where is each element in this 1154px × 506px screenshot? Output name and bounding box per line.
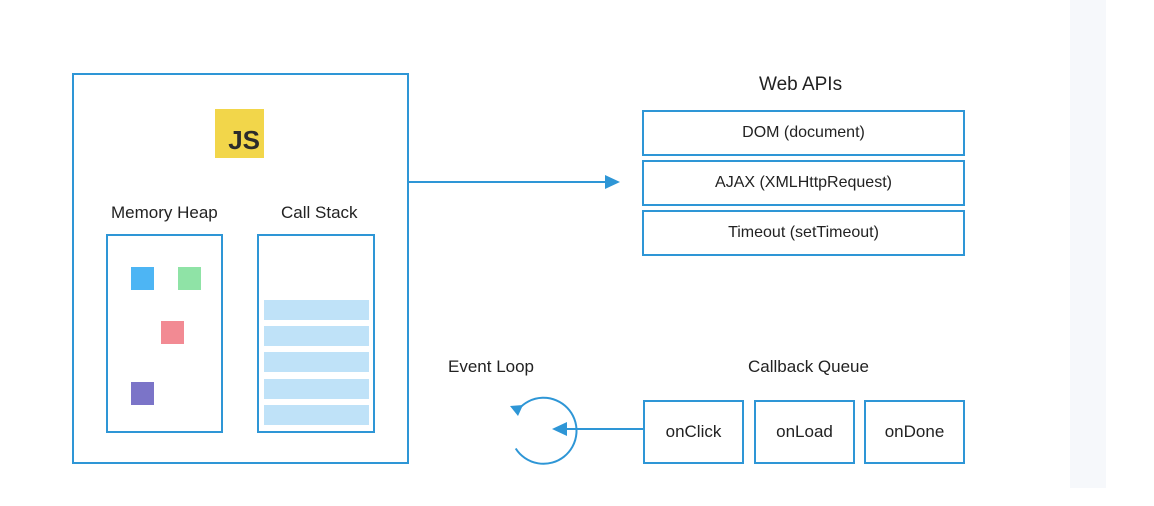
event-loop-label: Event Loop — [448, 357, 535, 376]
queue-item-onclick: onClick — [643, 400, 744, 464]
callback-queue-title: Callback Queue — [748, 357, 869, 376]
queue-item-ondone: onDone — [864, 400, 965, 464]
web-apis-title: Web APIs — [759, 74, 843, 95]
heap-block — [161, 321, 184, 344]
stack-frame — [264, 405, 369, 425]
call-stack-label: Call Stack — [281, 203, 358, 222]
stack-frame — [264, 300, 369, 320]
js-logo: JS — [215, 109, 264, 158]
heap-block — [131, 382, 154, 405]
web-api-timeout: Timeout (setTimeout) — [642, 210, 965, 256]
stack-frame — [264, 326, 369, 346]
side-strip — [1070, 0, 1106, 488]
heap-block — [131, 267, 154, 290]
queue-item-onload: onLoad — [754, 400, 855, 464]
stack-frame — [264, 352, 369, 372]
web-api-ajax: AJAX (XMLHttpRequest) — [642, 160, 965, 206]
memory-heap-label: Memory Heap — [111, 203, 218, 222]
heap-block — [178, 267, 201, 290]
stack-frame — [264, 379, 369, 399]
web-api-dom: DOM (document) — [642, 110, 965, 156]
